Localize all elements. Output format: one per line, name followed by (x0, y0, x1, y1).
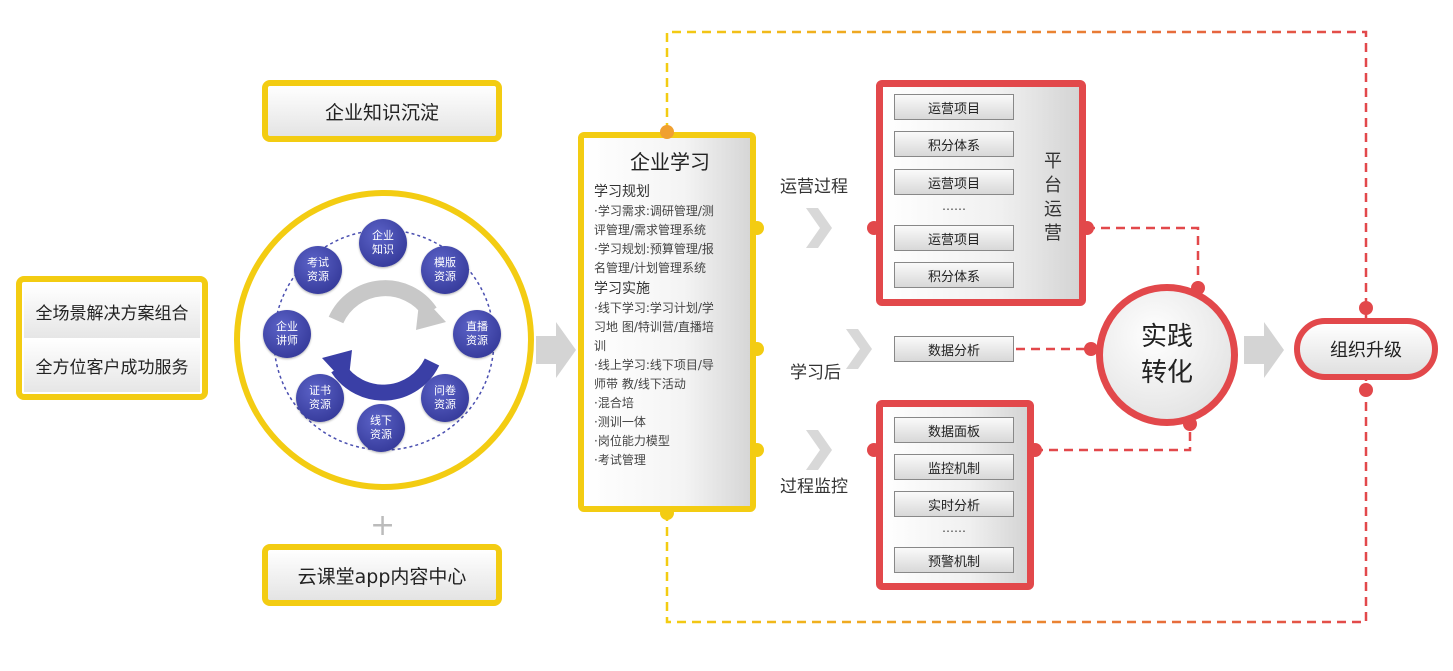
label-ops-process: 运营过程 (780, 177, 848, 197)
org-upgrade-label: 组织升级 (1330, 340, 1402, 361)
resource-label: 资源 (434, 270, 456, 283)
learning-section-implementation: 学习实施 (594, 281, 650, 297)
resource-label: 企业 (372, 229, 394, 242)
chevron-ops (806, 208, 832, 248)
ops-item: 运营项目 (894, 225, 1014, 251)
solution-item-2: 全方位客户成功服务 (24, 339, 200, 392)
connector-dot (1359, 383, 1373, 397)
line-ops-practice (1086, 226, 1200, 288)
chevron-analysis (846, 329, 872, 369)
arrow-to-org (1244, 322, 1284, 378)
solution-item-1-label: 全场景解决方案组合 (35, 304, 189, 324)
resource-label: 资源 (466, 334, 488, 347)
learning-line: ·考试管理 (594, 453, 646, 467)
platform-ops-char: 运 (1044, 199, 1062, 220)
resource-label: 资源 (307, 270, 329, 283)
data-analysis-box: 数据分析 (894, 336, 1014, 362)
resource-label: 讲师 (276, 334, 298, 347)
learning-section-planning: 学习规划 (594, 184, 650, 200)
resource-label: 线下 (370, 414, 392, 427)
learning-line: ·线下学习:学习计划/学 (594, 301, 714, 315)
chevron-monitor (806, 430, 832, 470)
ops-item: 运营项目 (894, 169, 1014, 195)
resource-label: 资源 (370, 428, 392, 441)
monitor-ellipsis: …… (942, 521, 966, 535)
app-content-label: 云课堂app内容中心 (297, 565, 467, 588)
resource-label: 企业 (276, 320, 298, 333)
app-content-box: 云课堂app内容中心 (262, 544, 502, 606)
connector-dot (1028, 443, 1042, 457)
learning-line: ·混合培 (594, 396, 634, 410)
learning-line: ·测训一体 (594, 415, 646, 429)
learning-line: 训 (594, 339, 607, 353)
platform-ops-char: 平 (1044, 151, 1062, 172)
learning-line: ·岗位能力模型 (594, 434, 670, 448)
connector-dot (867, 221, 881, 235)
learning-line: ·线上学习:线下项目/导 (594, 358, 714, 372)
resource-label: 模版 (434, 256, 456, 269)
platform-ops-label: 平 台 运 营 (1042, 150, 1064, 246)
connector-dot (660, 125, 674, 139)
solution-item-2-label: 全方位客户成功服务 (35, 358, 189, 378)
resource-node-template: 模版资源 (421, 246, 469, 294)
practice-label: 转化 (1140, 358, 1193, 388)
connector-dot (750, 443, 764, 457)
practice-transform-circle: 实践转化 (1096, 284, 1238, 426)
learning-line: 师带 教/线下活动 (594, 377, 686, 391)
monitor-item: 实时分析 (894, 491, 1014, 517)
resource-label: 问卷 (434, 384, 456, 397)
connector-dot (1084, 342, 1098, 356)
connector-dot (1183, 417, 1197, 431)
plus-icon: + (370, 508, 396, 543)
resource-node-live: 直播资源 (453, 310, 501, 358)
ops-item: 运营项目 (894, 94, 1014, 120)
platform-ops-char: 营 (1044, 223, 1062, 244)
learning-title: 企业学习 (630, 150, 710, 174)
connector-dot (660, 506, 674, 520)
connector-dot (750, 342, 764, 356)
platform-ops-char: 台 (1044, 175, 1062, 196)
label-process-monitor: 过程监控 (780, 477, 848, 497)
monitor-item: 监控机制 (894, 454, 1014, 480)
learning-line: 评管理/需求管理系统 (594, 223, 707, 237)
org-upgrade-box: 组织升级 (1294, 318, 1438, 380)
learning-line: ·学习规划:预算管理/报 (594, 242, 714, 256)
resource-label: 直播 (466, 320, 488, 333)
resource-label: 资源 (434, 398, 456, 411)
resource-node-lecturer: 企业讲师 (263, 310, 311, 358)
resource-label: 资源 (309, 398, 331, 411)
resource-label: 证书 (309, 384, 331, 397)
resource-node-certificate: 证书资源 (296, 374, 344, 422)
learning-line: 名管理/计划管理系统 (594, 261, 707, 275)
connector-dot (1191, 281, 1205, 295)
knowledge-box-label: 企业知识沉淀 (324, 101, 439, 124)
label-after-learning: 学习后 (790, 363, 841, 383)
connector-dot (867, 443, 881, 457)
solution-group: 全场景解决方案组合 全方位客户成功服务 (16, 276, 208, 400)
learning-line: 习地 图/特训营/直播培 (594, 320, 714, 334)
line-monitor-practice (1034, 424, 1192, 452)
resource-node-offline: 线下资源 (357, 404, 405, 452)
connector-dot (1359, 301, 1373, 315)
resource-label: 考试 (307, 256, 329, 269)
ops-item: 积分体系 (894, 262, 1014, 288)
practice-label: 实践 (1140, 322, 1193, 352)
resource-node-survey: 问卷资源 (421, 374, 469, 422)
monitor-item: 预警机制 (894, 547, 1014, 573)
resource-node-knowledge: 企业知识 (359, 219, 407, 267)
resource-node-exam: 考试资源 (294, 246, 342, 294)
learning-line: ·学习需求:调研管理/测 (594, 204, 714, 218)
connector-dot (750, 221, 764, 235)
ops-ellipsis: …… (942, 199, 966, 213)
connector-dot (1080, 221, 1094, 235)
monitor-item: 数据面板 (894, 417, 1014, 443)
solution-item-1: 全场景解决方案组合 (24, 285, 200, 338)
resource-label: 知识 (372, 243, 394, 256)
arrow-to-learning (536, 322, 576, 378)
ops-item: 积分体系 (894, 131, 1014, 157)
knowledge-box: 企业知识沉淀 (262, 80, 502, 142)
enterprise-learning-box: 企业学习 学习规划 ·学习需求:调研管理/测 评管理/需求管理系统 ·学习规划:… (578, 132, 756, 512)
